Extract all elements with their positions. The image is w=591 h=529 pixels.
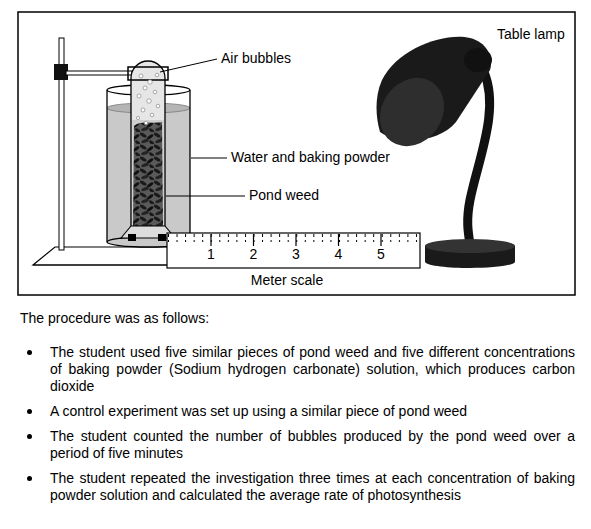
leader-line <box>191 158 227 159</box>
callout-label: Air bubbles <box>221 50 291 67</box>
meter-scale <box>167 233 420 268</box>
callout-label: Table lamp <box>497 26 565 43</box>
procedure-bullet: The student counted the number of bubble… <box>50 428 575 462</box>
leader-line <box>160 59 217 72</box>
callout-label: Water and baking powder <box>231 149 390 166</box>
bullet-dot <box>27 350 32 355</box>
bullet-dot <box>27 476 32 481</box>
procedure-bullet: The student used five similar pieces of … <box>50 344 575 395</box>
test-tube <box>131 61 165 228</box>
callout-label: Meter scale <box>251 272 323 289</box>
callout-label: Pond weed <box>249 187 319 204</box>
air-bubbles <box>136 73 159 125</box>
scale-number: 1 <box>207 246 215 263</box>
procedure-heading: The procedure was as follows: <box>20 310 209 327</box>
clamp-arm <box>66 71 132 75</box>
procedure-bullet: The student repeated the investigation t… <box>50 470 575 504</box>
bullet-dot <box>27 409 32 414</box>
pond-weed <box>133 122 163 226</box>
bullet-dot <box>27 434 32 439</box>
scale-number: 2 <box>250 246 258 263</box>
scale-number: 3 <box>292 246 300 263</box>
water <box>107 108 190 242</box>
procedure-bullet: A control experiment was set up using a … <box>50 403 575 420</box>
stand-base <box>33 247 170 265</box>
leader-line <box>166 196 245 197</box>
frame <box>18 12 575 295</box>
scale-number: 4 <box>335 246 343 263</box>
scale-number: 5 <box>377 246 385 263</box>
